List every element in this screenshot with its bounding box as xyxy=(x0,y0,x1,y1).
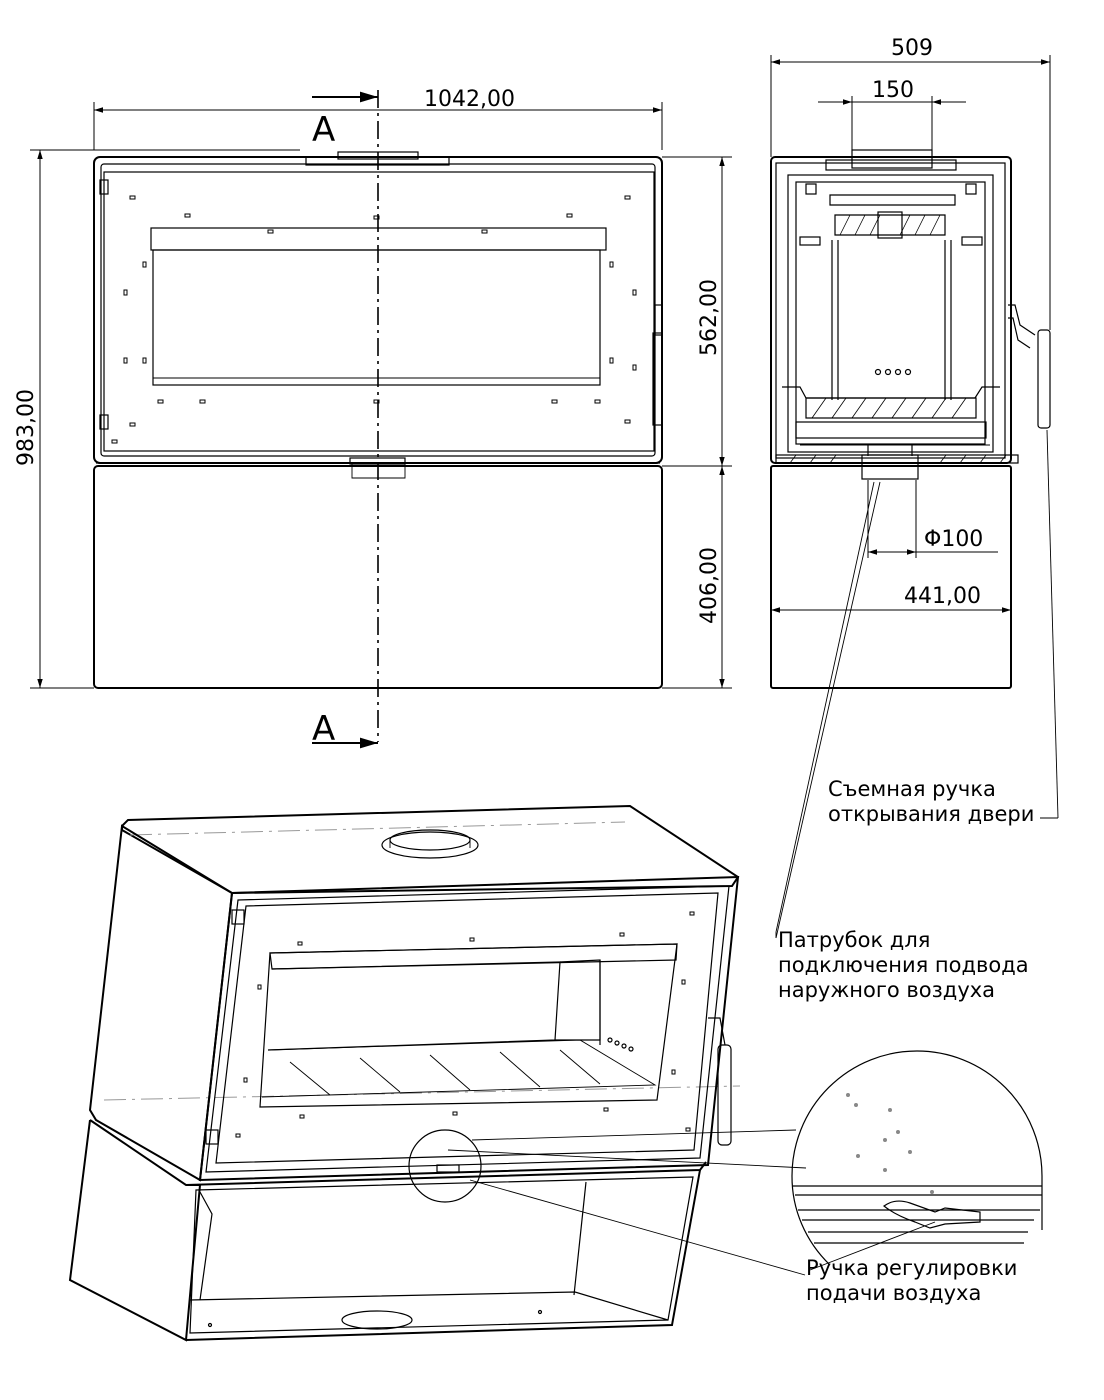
callout-door-handle-line1: Съемная ручка xyxy=(828,777,996,801)
callout-air-inlet-line3: наружного воздуха xyxy=(778,978,995,1002)
detail-view xyxy=(791,1050,1043,1266)
dim-base-height: 406,00 xyxy=(697,547,722,624)
dim-air-inlet-diameter: Φ100 xyxy=(924,527,983,552)
side-dimensions: 509 150 Φ100 441,00 xyxy=(770,36,1051,613)
section-mark-top: A xyxy=(312,110,335,150)
front-view xyxy=(93,90,663,742)
callout-door-handle-line2: открывания двери xyxy=(828,802,1034,826)
callouts: Съемная ручка открывания двери Патрубок … xyxy=(778,777,1034,1305)
dim-base-depth: 441,00 xyxy=(904,584,981,609)
dim-overall-height: 983,00 xyxy=(14,389,39,466)
front-dimensions: 1042,00 983,00 562,00 406,00 xyxy=(14,87,732,689)
callout-air-inlet-line2: подключения подвода xyxy=(778,953,1029,977)
dim-overall-width: 1042,00 xyxy=(424,87,515,112)
dim-firebox-height: 562,00 xyxy=(697,279,722,356)
side-section-view xyxy=(770,149,1051,689)
dim-flue-width: 150 xyxy=(872,78,914,103)
section-marks: A A xyxy=(312,91,378,749)
dim-depth: 509 xyxy=(891,36,933,61)
front-screws xyxy=(111,195,637,444)
baffle-hatch xyxy=(839,214,941,236)
isometric-view xyxy=(68,804,741,1342)
plate-hatch xyxy=(789,454,1007,464)
callout-air-inlet-line1: Патрубок для xyxy=(778,928,930,952)
section-mark-bottom: A xyxy=(312,709,335,749)
iso-screws xyxy=(235,911,695,1138)
callout-air-regulator-line1: Ручка регулировки xyxy=(806,1256,1017,1280)
detail-dots xyxy=(846,1093,934,1194)
grate-hatch xyxy=(811,397,967,419)
leader-lines xyxy=(447,429,1059,1276)
callout-air-regulator-line2: подачи воздуха xyxy=(806,1281,981,1305)
